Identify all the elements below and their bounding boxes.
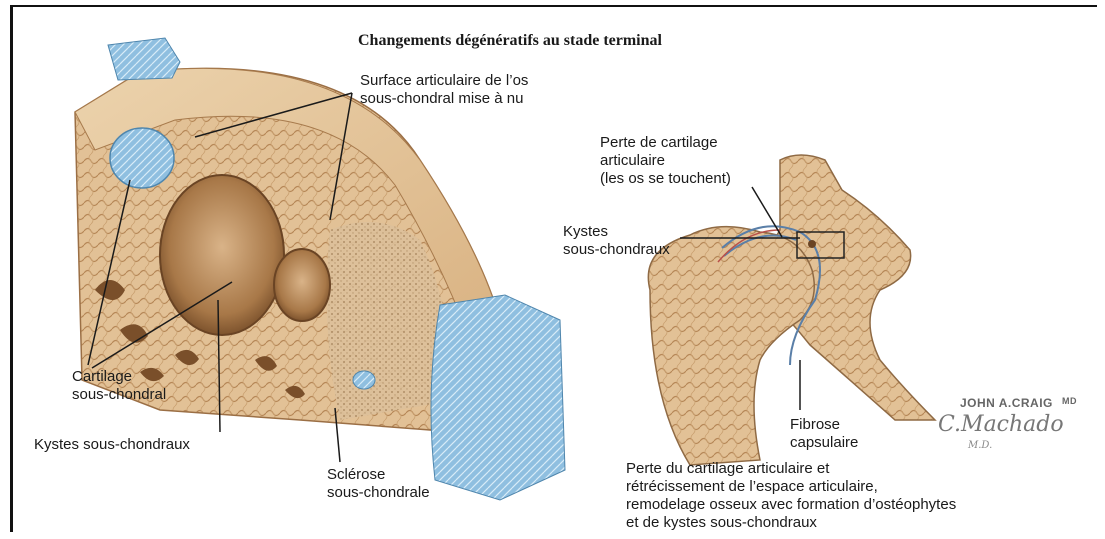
figure-title: Changements dégénératifs au stade termin… [358,32,662,50]
label-sclerose-line2: sous-chondrale [327,484,430,502]
signature-craig: JOHN A.CRAIG [960,396,1053,410]
label-cartilage-line2: sous-chondral [72,386,166,404]
label-surface-line1: Surface articulaire de l’os [360,72,528,90]
small-cartilage-island [353,371,375,389]
large-cyst [160,175,284,335]
label-fibrose-line2: capsulaire [790,434,858,452]
label-sclerose-line1: Sclérose [327,466,385,484]
signature-craig-suffix: MD [1062,396,1077,406]
signature-machado-suffix: M.D. [968,440,992,451]
label-kystes-right-line1: Kystes [563,223,608,241]
caption-line2: rétrécissement de l’espace articulaire, [626,478,878,496]
label-surface-line2: sous-chondral mise à nu [360,90,523,108]
label-perte-line3: (les os se touchent) [600,170,731,188]
cartilage-top [108,38,180,80]
label-cartilage-line1: Cartilage [72,368,132,386]
cartilage-island [110,128,174,188]
label-kystes-left: Kystes sous-chondraux [34,436,190,454]
label-kystes-right-line2: sous-chondraux [563,241,670,259]
cartilage-right [431,295,565,500]
signature-machado: C.Machado [938,412,1064,437]
caption-line1: Perte du cartilage articulaire et [626,460,829,478]
caption-line4: et de kystes sous-chondraux [626,514,817,532]
label-perte-line1: Perte de cartilage [600,134,718,152]
label-perte-line2: articulaire [600,152,665,170]
label-fibrose-line1: Fibrose [790,416,840,434]
medium-cyst [274,249,330,321]
femur-cyst [808,240,816,248]
caption-line3: remodelage osseux avec formation d’ostéo… [626,496,956,514]
